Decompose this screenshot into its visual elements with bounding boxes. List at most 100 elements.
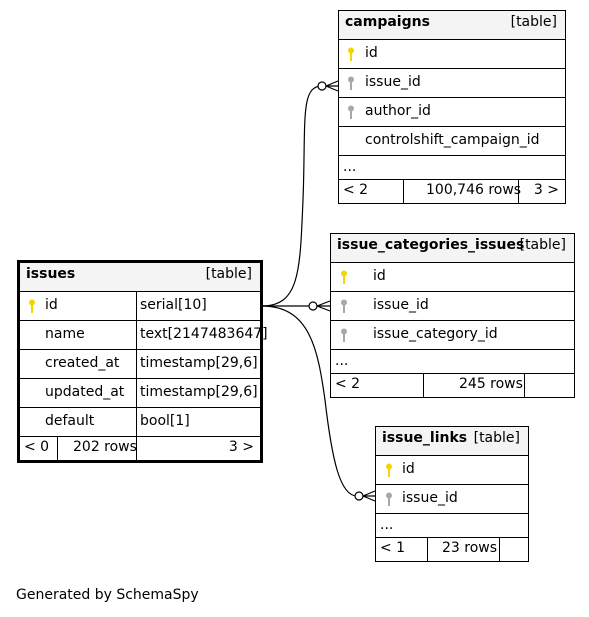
table-type: [table] xyxy=(519,237,566,253)
table-header: issue_categories_issues [table] xyxy=(331,234,574,263)
row-count: 100,746 rows xyxy=(426,182,522,198)
more-columns: ... xyxy=(335,353,349,369)
column-row: updated_at timestamp[29,6] xyxy=(20,379,260,408)
column-row: issue_id xyxy=(331,292,574,321)
primary-key-icon xyxy=(386,463,392,477)
relationship-marker xyxy=(354,491,364,501)
column-name: issue_id xyxy=(402,490,458,506)
footer-divider xyxy=(524,374,525,397)
footer-divider xyxy=(136,437,137,460)
column-name: updated_at xyxy=(45,384,125,400)
foreign-key-icon xyxy=(341,299,347,313)
table-issues[interactable]: issues [table] id serial[10] name text[2… xyxy=(17,260,268,463)
column-row: id serial[10] xyxy=(20,292,260,321)
column-type: timestamp[29,6] xyxy=(140,355,258,371)
more-columns-row: ... xyxy=(376,514,528,538)
column-name: name xyxy=(45,326,85,342)
column-name: author_id xyxy=(365,103,431,119)
more-columns-row: ... xyxy=(339,156,565,180)
parents-count[interactable]: < 0 xyxy=(24,439,50,455)
column-row: default bool[1] xyxy=(20,408,260,437)
column-type: text[2147483647] xyxy=(140,326,268,342)
column-divider xyxy=(136,292,137,320)
table-name: campaigns xyxy=(345,14,430,30)
foreign-key-icon xyxy=(348,76,354,90)
foreign-key-icon xyxy=(341,328,347,342)
footer-divider xyxy=(427,538,428,561)
table-footer: < 2 245 rows xyxy=(331,374,574,397)
footer-divider xyxy=(403,180,404,203)
column-name: id xyxy=(45,297,58,313)
relationship-marker xyxy=(317,81,327,91)
foreign-key-icon xyxy=(348,105,354,119)
more-columns: ... xyxy=(343,159,357,175)
column-divider xyxy=(136,408,137,436)
table-footer: < 0 202 rows 3 > xyxy=(20,437,260,460)
column-divider xyxy=(136,350,137,378)
column-name: controlshift_campaign_id xyxy=(365,132,540,148)
table-issue-links[interactable]: issue_links [table] id issue_id ... < 1 … xyxy=(375,426,529,562)
row-count: 202 rows xyxy=(73,439,137,455)
table-header: issues [table] xyxy=(20,263,260,292)
column-name: created_at xyxy=(45,355,120,371)
column-row: created_at timestamp[29,6] xyxy=(20,350,260,379)
table-header: issue_links [table] xyxy=(376,427,528,456)
row-count: 245 rows xyxy=(459,376,523,392)
column-row: issue_id xyxy=(376,485,528,514)
column-row: issue_category_id xyxy=(331,321,574,350)
table-name: issue_categories_issues xyxy=(337,237,525,253)
crowfoot xyxy=(325,80,339,92)
primary-key-icon xyxy=(29,299,35,313)
column-row: author_id xyxy=(339,98,565,127)
table-footer: < 2 100,746 rows 3 > xyxy=(339,180,565,203)
column-name: default xyxy=(45,413,95,429)
primary-key-icon xyxy=(348,47,354,61)
footer-divider xyxy=(518,180,519,203)
footer-divider xyxy=(57,437,58,460)
relationship-line xyxy=(261,85,323,307)
column-name: issue_id xyxy=(373,297,429,313)
table-type: [table] xyxy=(205,266,252,282)
column-type: serial[10] xyxy=(140,297,207,313)
column-name: id xyxy=(402,461,415,477)
column-row: controlshift_campaign_id xyxy=(339,127,565,156)
crowfoot xyxy=(362,490,376,502)
table-issue-categories-issues[interactable]: issue_categories_issues [table] id issue… xyxy=(330,233,575,398)
crowfoot xyxy=(316,300,331,312)
column-divider xyxy=(136,379,137,407)
table-campaigns[interactable]: campaigns [table] id issue_id author_id … xyxy=(338,10,566,204)
table-header: campaigns [table] xyxy=(339,11,565,40)
column-divider xyxy=(136,321,137,349)
column-type: bool[1] xyxy=(140,413,190,429)
column-name: issue_id xyxy=(365,74,421,90)
relationship-marker xyxy=(308,301,318,311)
foreign-key-icon xyxy=(386,492,392,506)
column-name: id xyxy=(365,45,378,61)
column-row: id xyxy=(331,263,574,292)
more-columns: ... xyxy=(380,517,394,533)
column-type: timestamp[29,6] xyxy=(140,384,258,400)
parents-count[interactable]: < 2 xyxy=(335,376,361,392)
table-type: [table] xyxy=(510,14,557,30)
parents-count[interactable]: < 1 xyxy=(380,540,406,556)
footer-divider xyxy=(423,374,424,397)
column-row: id xyxy=(339,40,565,69)
footer-divider xyxy=(499,538,500,561)
row-count: 23 rows xyxy=(442,540,498,556)
column-row: issue_id xyxy=(339,69,565,98)
table-name: issue_links xyxy=(382,430,468,446)
more-columns-row: ... xyxy=(331,350,574,374)
table-name: issues xyxy=(26,266,76,282)
children-count[interactable]: 3 > xyxy=(533,182,559,198)
table-type: [table] xyxy=(473,430,520,446)
column-name: issue_category_id xyxy=(373,326,498,342)
children-count[interactable]: 3 > xyxy=(228,439,254,455)
parents-count[interactable]: < 2 xyxy=(343,182,369,198)
generator-credit: Generated by SchemaSpy xyxy=(16,587,199,603)
column-row: name text[2147483647] xyxy=(20,321,268,350)
column-row: id xyxy=(376,456,528,485)
table-footer: < 1 23 rows xyxy=(376,538,528,561)
relationship-line xyxy=(261,305,358,497)
